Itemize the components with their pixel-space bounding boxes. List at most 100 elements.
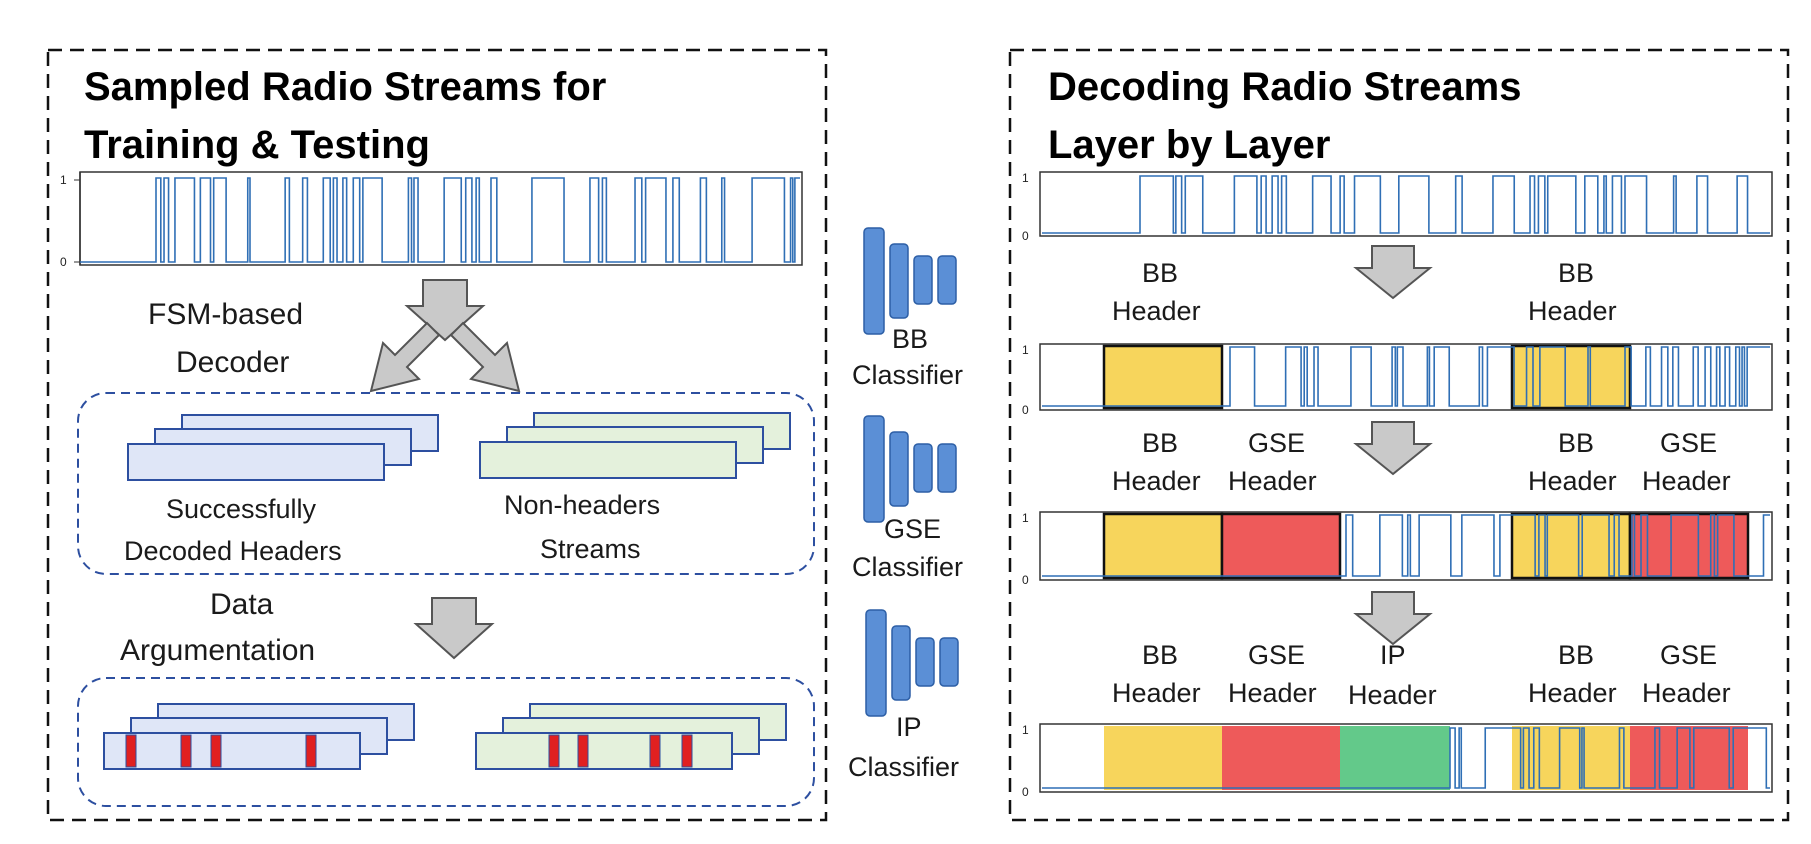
- l2-bb-label-a-line1: BB: [1142, 428, 1178, 458]
- r4-tick-1: 1: [1022, 723, 1029, 737]
- right-panel-frame: [1008, 48, 1790, 822]
- r3-tick-1: 1: [1022, 511, 1029, 525]
- noise-marker: [649, 734, 661, 768]
- left-title-line2: Training & Testing: [84, 123, 430, 167]
- bb-classifier-label-line2: Classifier: [852, 360, 963, 390]
- decoder-label-line1: FSM-based: [148, 298, 303, 331]
- decoder-arrows: [369, 279, 521, 393]
- l2-gse-label-a-line2: Header: [1228, 466, 1317, 496]
- gse-classifier-icon: [863, 415, 957, 523]
- left-title-line1: Sampled Radio Streams for: [84, 65, 606, 109]
- gse-classifier-label-line1: GSE: [884, 514, 941, 544]
- ip-classifier-label-line1: IP: [896, 712, 922, 742]
- headers-label-line2: Decoded Headers: [124, 536, 342, 566]
- l2-gse-label-b-line2: Header: [1642, 466, 1731, 496]
- left-panel-frame: [46, 48, 828, 822]
- gse-header-region: [1628, 512, 1750, 580]
- l1-bb-label-b-line2: Header: [1528, 296, 1617, 326]
- l2-gse-label-b-line1: GSE: [1660, 428, 1717, 458]
- l3-gse-label-b-line2: Header: [1642, 678, 1731, 708]
- gse-header-region: [1220, 512, 1342, 580]
- layer1-labels: BB Header BB Header: [1112, 258, 1617, 326]
- l2-bb-label-b-line2: Header: [1528, 466, 1617, 496]
- r1-tick-0: 0: [1022, 229, 1029, 243]
- l2-gse-label-a-line1: GSE: [1248, 428, 1305, 458]
- decoded-samples-group: [77, 392, 815, 575]
- l1-bb-label-b-line1: BB: [1558, 258, 1594, 288]
- l3-bb-label-a-line1: BB: [1142, 640, 1178, 670]
- gse-classifier-label-line2: Classifier: [852, 552, 963, 582]
- layer2-labels: BB Header GSE Header BB Header GSE Heade…: [1112, 428, 1731, 496]
- l3-bb-label-b-line1: BB: [1558, 640, 1594, 670]
- nonheader-cards-stack: [479, 412, 791, 479]
- noise-marker: [305, 734, 317, 768]
- augmentation-label-line1: Data: [210, 588, 274, 621]
- l1-bb-label-a-line1: BB: [1142, 258, 1178, 288]
- right-title-line1: Decoding Radio Streams: [1048, 65, 1521, 109]
- gse-layer-plot: 1 0: [1022, 511, 1773, 587]
- header-cards-stack: [127, 414, 439, 481]
- left-tick-0: 0: [60, 255, 67, 269]
- ip-layer-signal-trace: [1042, 727, 1770, 789]
- augmentation-label-line2: Argumentation: [120, 634, 315, 667]
- raw-stream-plot: 1 0: [1022, 171, 1773, 243]
- decoder-label-line2: Decoder: [176, 346, 289, 379]
- r1-tick-1: 1: [1022, 171, 1029, 185]
- r4-tick-0: 0: [1022, 785, 1029, 799]
- bb-layer-plot: 1 0: [1022, 343, 1773, 417]
- layer1-arrow-icon: [1353, 245, 1433, 300]
- bb-classifier-icon: [863, 227, 957, 335]
- left-tick-1: 1: [60, 173, 67, 187]
- arrow-down-left-icon: [369, 321, 441, 393]
- l1-bb-label-a-line2: Header: [1112, 296, 1201, 326]
- l3-ip-label-line2: Header: [1348, 680, 1437, 710]
- bb-header-region: [1104, 726, 1222, 790]
- bb-classifier-label-line1: BB: [892, 324, 928, 354]
- noise-marker: [548, 734, 560, 768]
- r3-tick-0: 0: [1022, 573, 1029, 587]
- noise-marker: [577, 734, 589, 768]
- l3-ip-label-line1: IP: [1380, 640, 1406, 670]
- bb-layer-signal-trace: [1042, 346, 1770, 407]
- nonheaders-label-line2: Streams: [540, 534, 641, 564]
- gse-header-region: [1630, 726, 1748, 790]
- l2-bb-label-b-line1: BB: [1558, 428, 1594, 458]
- bb-header-region: [1512, 726, 1630, 790]
- l3-gse-label-line1: GSE: [1248, 640, 1305, 670]
- bb-header-region: [1510, 512, 1632, 580]
- right-title-line2: Layer by Layer: [1048, 123, 1330, 167]
- noise-marker: [210, 734, 222, 768]
- gse-layer-signal-trace: [1042, 514, 1770, 577]
- nonheaders-label-line1: Non-headers: [504, 490, 660, 520]
- r2-tick-0: 0: [1022, 403, 1029, 417]
- layer3-arrow-icon: [1353, 591, 1433, 646]
- l3-gse-label-line2: Header: [1228, 678, 1317, 708]
- noise-marker: [681, 734, 693, 768]
- augmented-header-cards: [103, 703, 415, 770]
- ip-layer-plot: 1 0: [1022, 723, 1773, 799]
- l3-gse-label-b-line1: GSE: [1660, 640, 1717, 670]
- bb-header-region: [1510, 344, 1632, 410]
- augmentation-arrow-icon: [413, 597, 495, 660]
- noise-marker: [180, 734, 192, 768]
- layer2-arrow-icon: [1353, 421, 1433, 476]
- left-signal-trace: [80, 177, 800, 263]
- l2-bb-label-a-line2: Header: [1112, 466, 1201, 496]
- bb-header-region: [1102, 512, 1224, 580]
- ip-header-region: [1340, 726, 1450, 790]
- left-signal-plot: 1 0: [60, 171, 803, 269]
- noise-marker: [125, 734, 137, 768]
- l3-bb-label-b-line2: Header: [1528, 678, 1617, 708]
- r2-tick-1: 1: [1022, 343, 1029, 357]
- gse-header-region: [1222, 726, 1340, 790]
- ip-classifier-label-line2: Classifier: [848, 752, 959, 782]
- bb-header-region: [1102, 344, 1224, 410]
- ip-classifier-icon: [865, 609, 959, 717]
- layer3-labels: BB Header GSE Header IP Header BB Header…: [1112, 640, 1731, 710]
- arrow-down-right-icon: [449, 321, 521, 393]
- headers-label-line1: Successfully: [166, 494, 317, 524]
- augmented-nonheader-cards: [475, 703, 787, 770]
- l3-bb-label-a-line2: Header: [1112, 678, 1201, 708]
- raw-signal-trace: [1042, 175, 1770, 234]
